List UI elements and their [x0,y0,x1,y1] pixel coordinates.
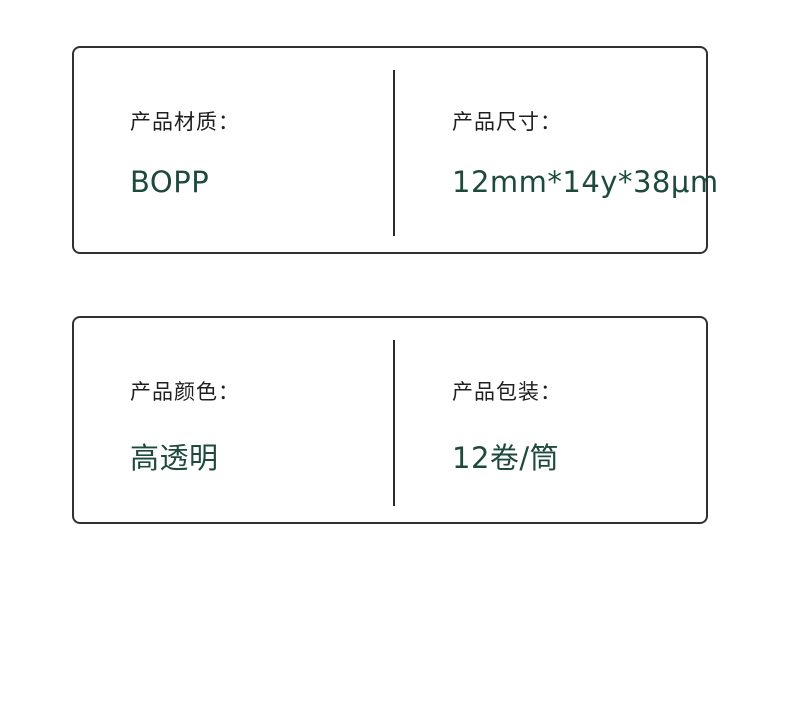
size-value: 12mm*14y*38μm [452,165,719,199]
card-divider [393,70,395,236]
packaging-label: 产品包装： [452,380,562,404]
size-label: 产品尺寸： [452,110,562,134]
spec-card-material-size: 产品材质： BOPP 产品尺寸： 12mm*14y*38μm [72,46,718,254]
spec-card-color-packaging: 产品颜色： 高透明 产品包装： 12卷/筒 [72,316,708,524]
material-label: 产品材质： [130,110,240,134]
color-label: 产品颜色： [130,380,240,404]
packaging-value: 12卷/筒 [452,441,560,475]
color-value: 高透明 [130,441,219,475]
card-divider [393,340,395,506]
material-value: BOPP [130,165,210,199]
